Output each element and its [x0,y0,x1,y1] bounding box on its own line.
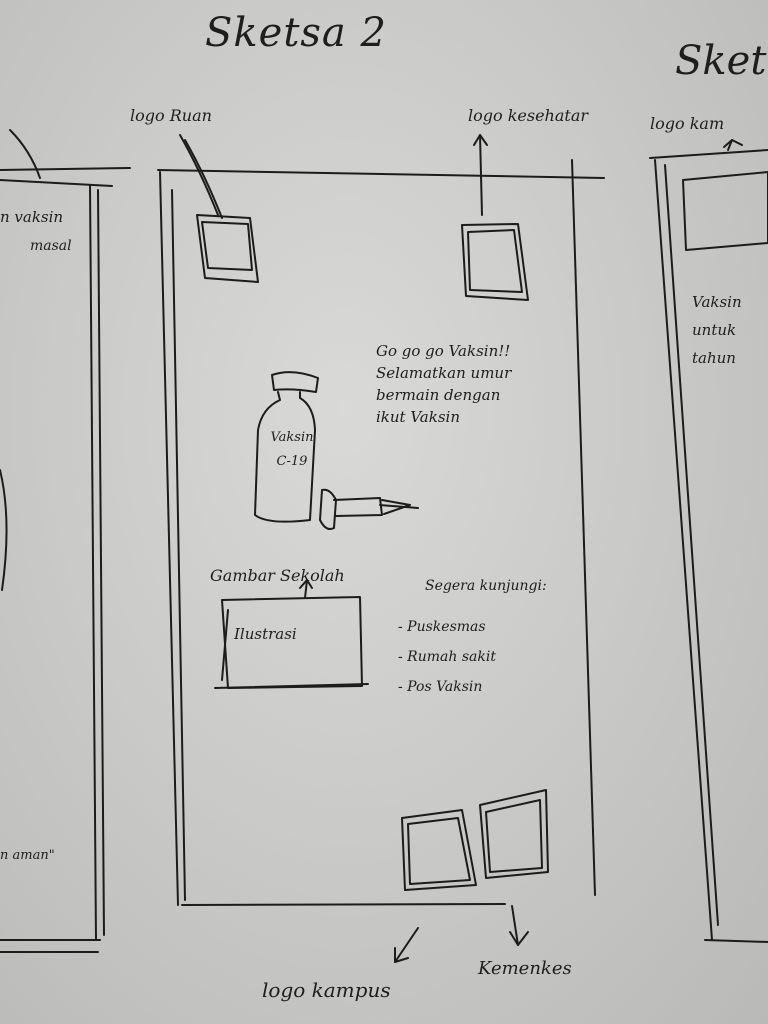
right-panel-line: untuk [692,321,737,339]
poster-frame [157,159,605,906]
illustration-box-label: Ilustrasi [234,625,297,643]
visit-list-item: - Pos Vaksin [398,679,483,695]
vial-label-line: C-19 [276,454,308,469]
syringe [319,488,419,530]
logo-kampus-label: logo kampus [262,978,391,1002]
left-panel-frame [0,129,131,953]
left-panel-quote: n aman" [0,848,55,863]
logo-kemenkes-box [479,789,549,946]
vaccine-vial [254,371,319,523]
visit-list: - Puskesmas - Rumah sakit - Pos Vaksin [398,612,496,702]
illustration-caption: Gambar Sekolah [210,566,345,585]
illustration-box [214,579,369,689]
tagline-line: bermain dengan [376,386,501,404]
vial-label: Vaksin C-19 [268,426,316,474]
tagline-line: Go go go Vaksin!! [376,342,511,360]
right-panel-text: Vaksin untuk tahun [692,288,742,372]
right-panel-frame [649,139,768,943]
vial-label-line: Vaksin [270,430,314,445]
logo-ruang-label: logo Ruan [130,106,212,125]
right-panel-logo-label: logo kam [650,114,725,133]
tagline-line: Selamatkan umur [376,364,512,382]
logo-kesehatan-label: logo kesehatar [468,106,589,125]
kemenkes-label: Kemenkes [478,958,572,979]
tagline-line: ikut Vaksin [376,408,460,426]
sketch-title: Sketsa 2 [205,10,387,56]
left-panel-text: masal [30,238,72,254]
visit-list-item: - Puskesmas [398,619,486,635]
right-panel-line: Vaksin [692,293,742,311]
right-sketch-title: Sket [675,38,767,84]
visit-heading: Segera kunjungi: [425,578,547,594]
logo-kesehatan-box [461,134,529,301]
logo-ruang-box [179,134,259,283]
right-panel-line: tahun [692,349,736,367]
visit-list-item: - Rumah sakit [398,649,496,665]
logo-kampus-box [394,809,477,963]
left-panel-text: n vaksin [0,208,64,226]
tagline: Go go go Vaksin!! Selamatkan umur bermai… [376,340,586,428]
